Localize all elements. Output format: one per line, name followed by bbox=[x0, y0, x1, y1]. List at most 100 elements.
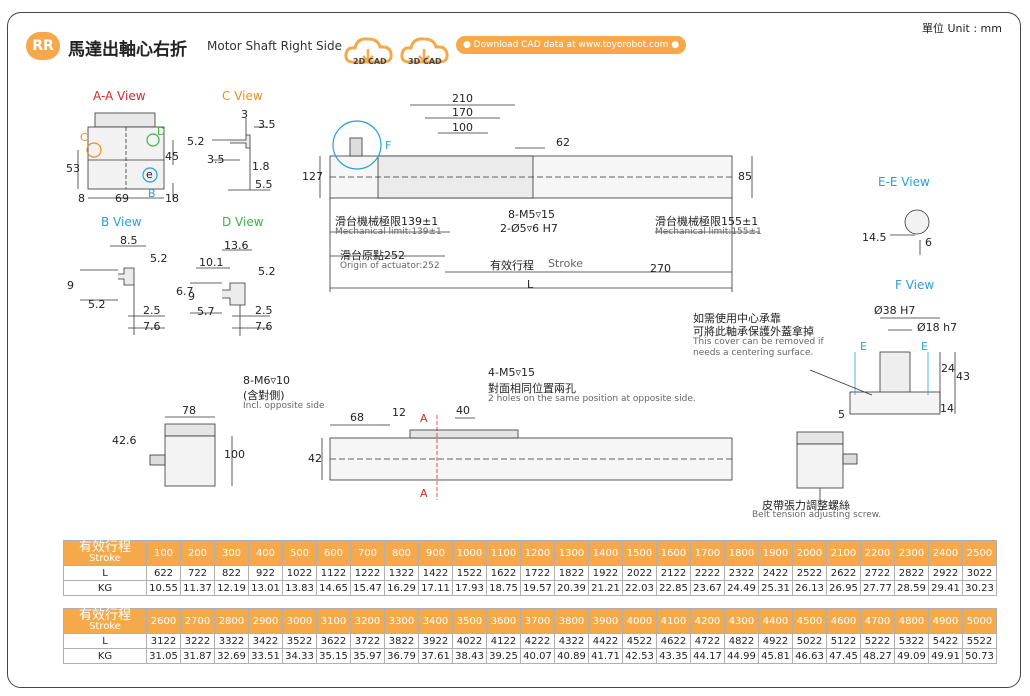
table1-stroke-cell: 1100 bbox=[486, 540, 521, 566]
table1-l-cell: 622 bbox=[146, 565, 181, 581]
table2-kg-cell: 32.69 bbox=[214, 648, 249, 664]
table2-kg-cell: 36.79 bbox=[384, 648, 419, 664]
dim-f-5: 5 bbox=[838, 408, 845, 421]
table1-l-cell: 2422 bbox=[758, 565, 793, 581]
table1-kg-cell: 10.55 bbox=[146, 580, 181, 596]
table2-kg-cell: 40.07 bbox=[520, 648, 555, 664]
dim-aa-53: 53 bbox=[66, 162, 80, 175]
page-title-en: Motor Shaft Right Side bbox=[207, 39, 342, 53]
table1-kg-cell: 13.83 bbox=[282, 580, 317, 596]
cad-3d-label[interactable]: 3D CAD bbox=[408, 57, 442, 66]
view-aa-title: A-A View bbox=[93, 89, 146, 103]
main-marker-f: F bbox=[385, 139, 392, 152]
table1-stroke-cell: 2000 bbox=[792, 540, 827, 566]
aa-marker-b: B bbox=[148, 187, 156, 200]
view-ee-title: E-E View bbox=[878, 175, 930, 189]
table1-kg-cell: 22.85 bbox=[656, 580, 691, 596]
table1-kg-cell: 19.57 bbox=[520, 580, 555, 596]
table1-kg-cell: 18.75 bbox=[486, 580, 521, 596]
dim-aa-69: 69 bbox=[115, 192, 129, 205]
dim-f-14: 14 bbox=[940, 402, 954, 415]
table2-l-cell: 3222 bbox=[180, 633, 215, 649]
dim-c-1-8: 1.8 bbox=[252, 160, 270, 173]
table1-stroke-cell: 2400 bbox=[928, 540, 963, 566]
dim-c-5-5: 5.5 bbox=[255, 178, 273, 191]
table1-stroke-cell: 2500 bbox=[962, 540, 997, 566]
aa-marker-e: e bbox=[146, 168, 153, 181]
table2-l-cell: 3622 bbox=[316, 633, 351, 649]
table2-kg-cell: 40.89 bbox=[554, 648, 589, 664]
table1-stroke-cell: 400 bbox=[248, 540, 283, 566]
table1-kg-cell: 17.11 bbox=[418, 580, 453, 596]
table1-stroke-cell: 1200 bbox=[520, 540, 555, 566]
note-stroke-en: Stroke bbox=[548, 257, 584, 270]
table2-stroke-cell: 3400 bbox=[418, 608, 453, 634]
table2-kg-cell: 38.43 bbox=[452, 648, 487, 664]
table1-stroke-cell: 1600 bbox=[656, 540, 691, 566]
dim-main-62: 62 bbox=[556, 136, 570, 149]
note-m5-b: 對面相同位置兩孔 bbox=[488, 382, 576, 395]
table2-stroke-cell: 5000 bbox=[962, 608, 997, 634]
cad-2d-cloud-icon[interactable] bbox=[343, 32, 395, 72]
table1-stroke-cell: 600 bbox=[316, 540, 351, 566]
note-m5-en: 2 holes on the same position at opposite… bbox=[488, 394, 696, 404]
download-link[interactable]: ● Download CAD data at www.toyorobot.com… bbox=[456, 36, 686, 54]
table1-l-cell: 1422 bbox=[418, 565, 453, 581]
note-stroke-zh: 有效行程 bbox=[490, 259, 534, 272]
table2-kg-cell: 35.15 bbox=[316, 648, 351, 664]
table2-stroke-cell: 4500 bbox=[792, 608, 827, 634]
dim-b-5-2a: 5.2 bbox=[150, 252, 168, 265]
section-marker-a-bottom: A bbox=[420, 487, 428, 500]
dim-d-2-5: 2.5 bbox=[255, 304, 273, 317]
table2-kg-cell: 37.61 bbox=[418, 648, 453, 664]
table1-l-cell: 1222 bbox=[350, 565, 385, 581]
note-limit155-en: Mechanical limit:155±1 bbox=[655, 227, 762, 237]
note-origin-zh: 滑台原點252 bbox=[340, 249, 405, 262]
table1-kg-cell: 23.67 bbox=[690, 580, 725, 596]
dim-side-100: 100 bbox=[224, 448, 245, 461]
table2-stroke-cell: 4600 bbox=[826, 608, 861, 634]
table2-stroke-cell: 3200 bbox=[350, 608, 385, 634]
note-m5-a: 4-M5▿15 bbox=[488, 366, 535, 379]
table1-stroke-cell: 1000 bbox=[452, 540, 487, 566]
table1-stroke-cell: 300 bbox=[214, 540, 249, 566]
note-holes-m5: 8-M5▿15 bbox=[508, 208, 555, 221]
table1-stroke-cell: 700 bbox=[350, 540, 385, 566]
table2-stroke-cell: 3000 bbox=[282, 608, 317, 634]
table2-stroke-cell: 2800 bbox=[214, 608, 249, 634]
dim-main-127: 127 bbox=[302, 170, 323, 183]
view-c-title: C View bbox=[222, 89, 263, 103]
cad-3d-cloud-icon[interactable] bbox=[399, 32, 451, 72]
view-f-title: F View bbox=[895, 278, 935, 292]
table2-l-cell: 3322 bbox=[214, 633, 249, 649]
table2-l-cell: 4122 bbox=[486, 633, 521, 649]
table1-kg-cell: 15.47 bbox=[350, 580, 385, 596]
table2-kg-cell: 31.87 bbox=[180, 648, 215, 664]
dim-f-18: Ø18 h7 bbox=[917, 321, 958, 334]
table2-kg-cell: 44.99 bbox=[724, 648, 759, 664]
dim-main-100: 100 bbox=[452, 121, 473, 134]
view-b-title: B View bbox=[101, 215, 142, 229]
table2-l-cell: 4722 bbox=[690, 633, 725, 649]
dim-side-78: 78 bbox=[182, 404, 196, 417]
table1-kg-cell: 28.59 bbox=[894, 580, 929, 596]
table2-stroke-cell: 2600 bbox=[146, 608, 181, 634]
dim-aa-8: 8 bbox=[78, 192, 85, 205]
table2-stroke-cell: 2900 bbox=[248, 608, 283, 634]
table1-stroke-cell: 900 bbox=[418, 540, 453, 566]
table1-l-cell: 1822 bbox=[554, 565, 589, 581]
dim-d-10-1: 10.1 bbox=[199, 256, 224, 269]
table2-l-cell: 4822 bbox=[724, 633, 759, 649]
series-badge: RR bbox=[26, 32, 60, 60]
cad-2d-label[interactable]: 2D CAD bbox=[353, 57, 387, 66]
table1-kg-cell: 16.29 bbox=[384, 580, 419, 596]
table1-stroke-cell: 1900 bbox=[758, 540, 793, 566]
table1-stroke-cell: 200 bbox=[180, 540, 215, 566]
table2-l-cell: 5022 bbox=[792, 633, 827, 649]
table1-stroke-cell: 100 bbox=[146, 540, 181, 566]
note-origin-en: Origin of actuator:252 bbox=[340, 261, 440, 271]
dim-b-2-5: 2.5 bbox=[143, 304, 161, 317]
table2-l-cell: 3522 bbox=[282, 633, 317, 649]
table2-stroke-cell: 4100 bbox=[656, 608, 691, 634]
table1-stroke-cell: 800 bbox=[384, 540, 419, 566]
